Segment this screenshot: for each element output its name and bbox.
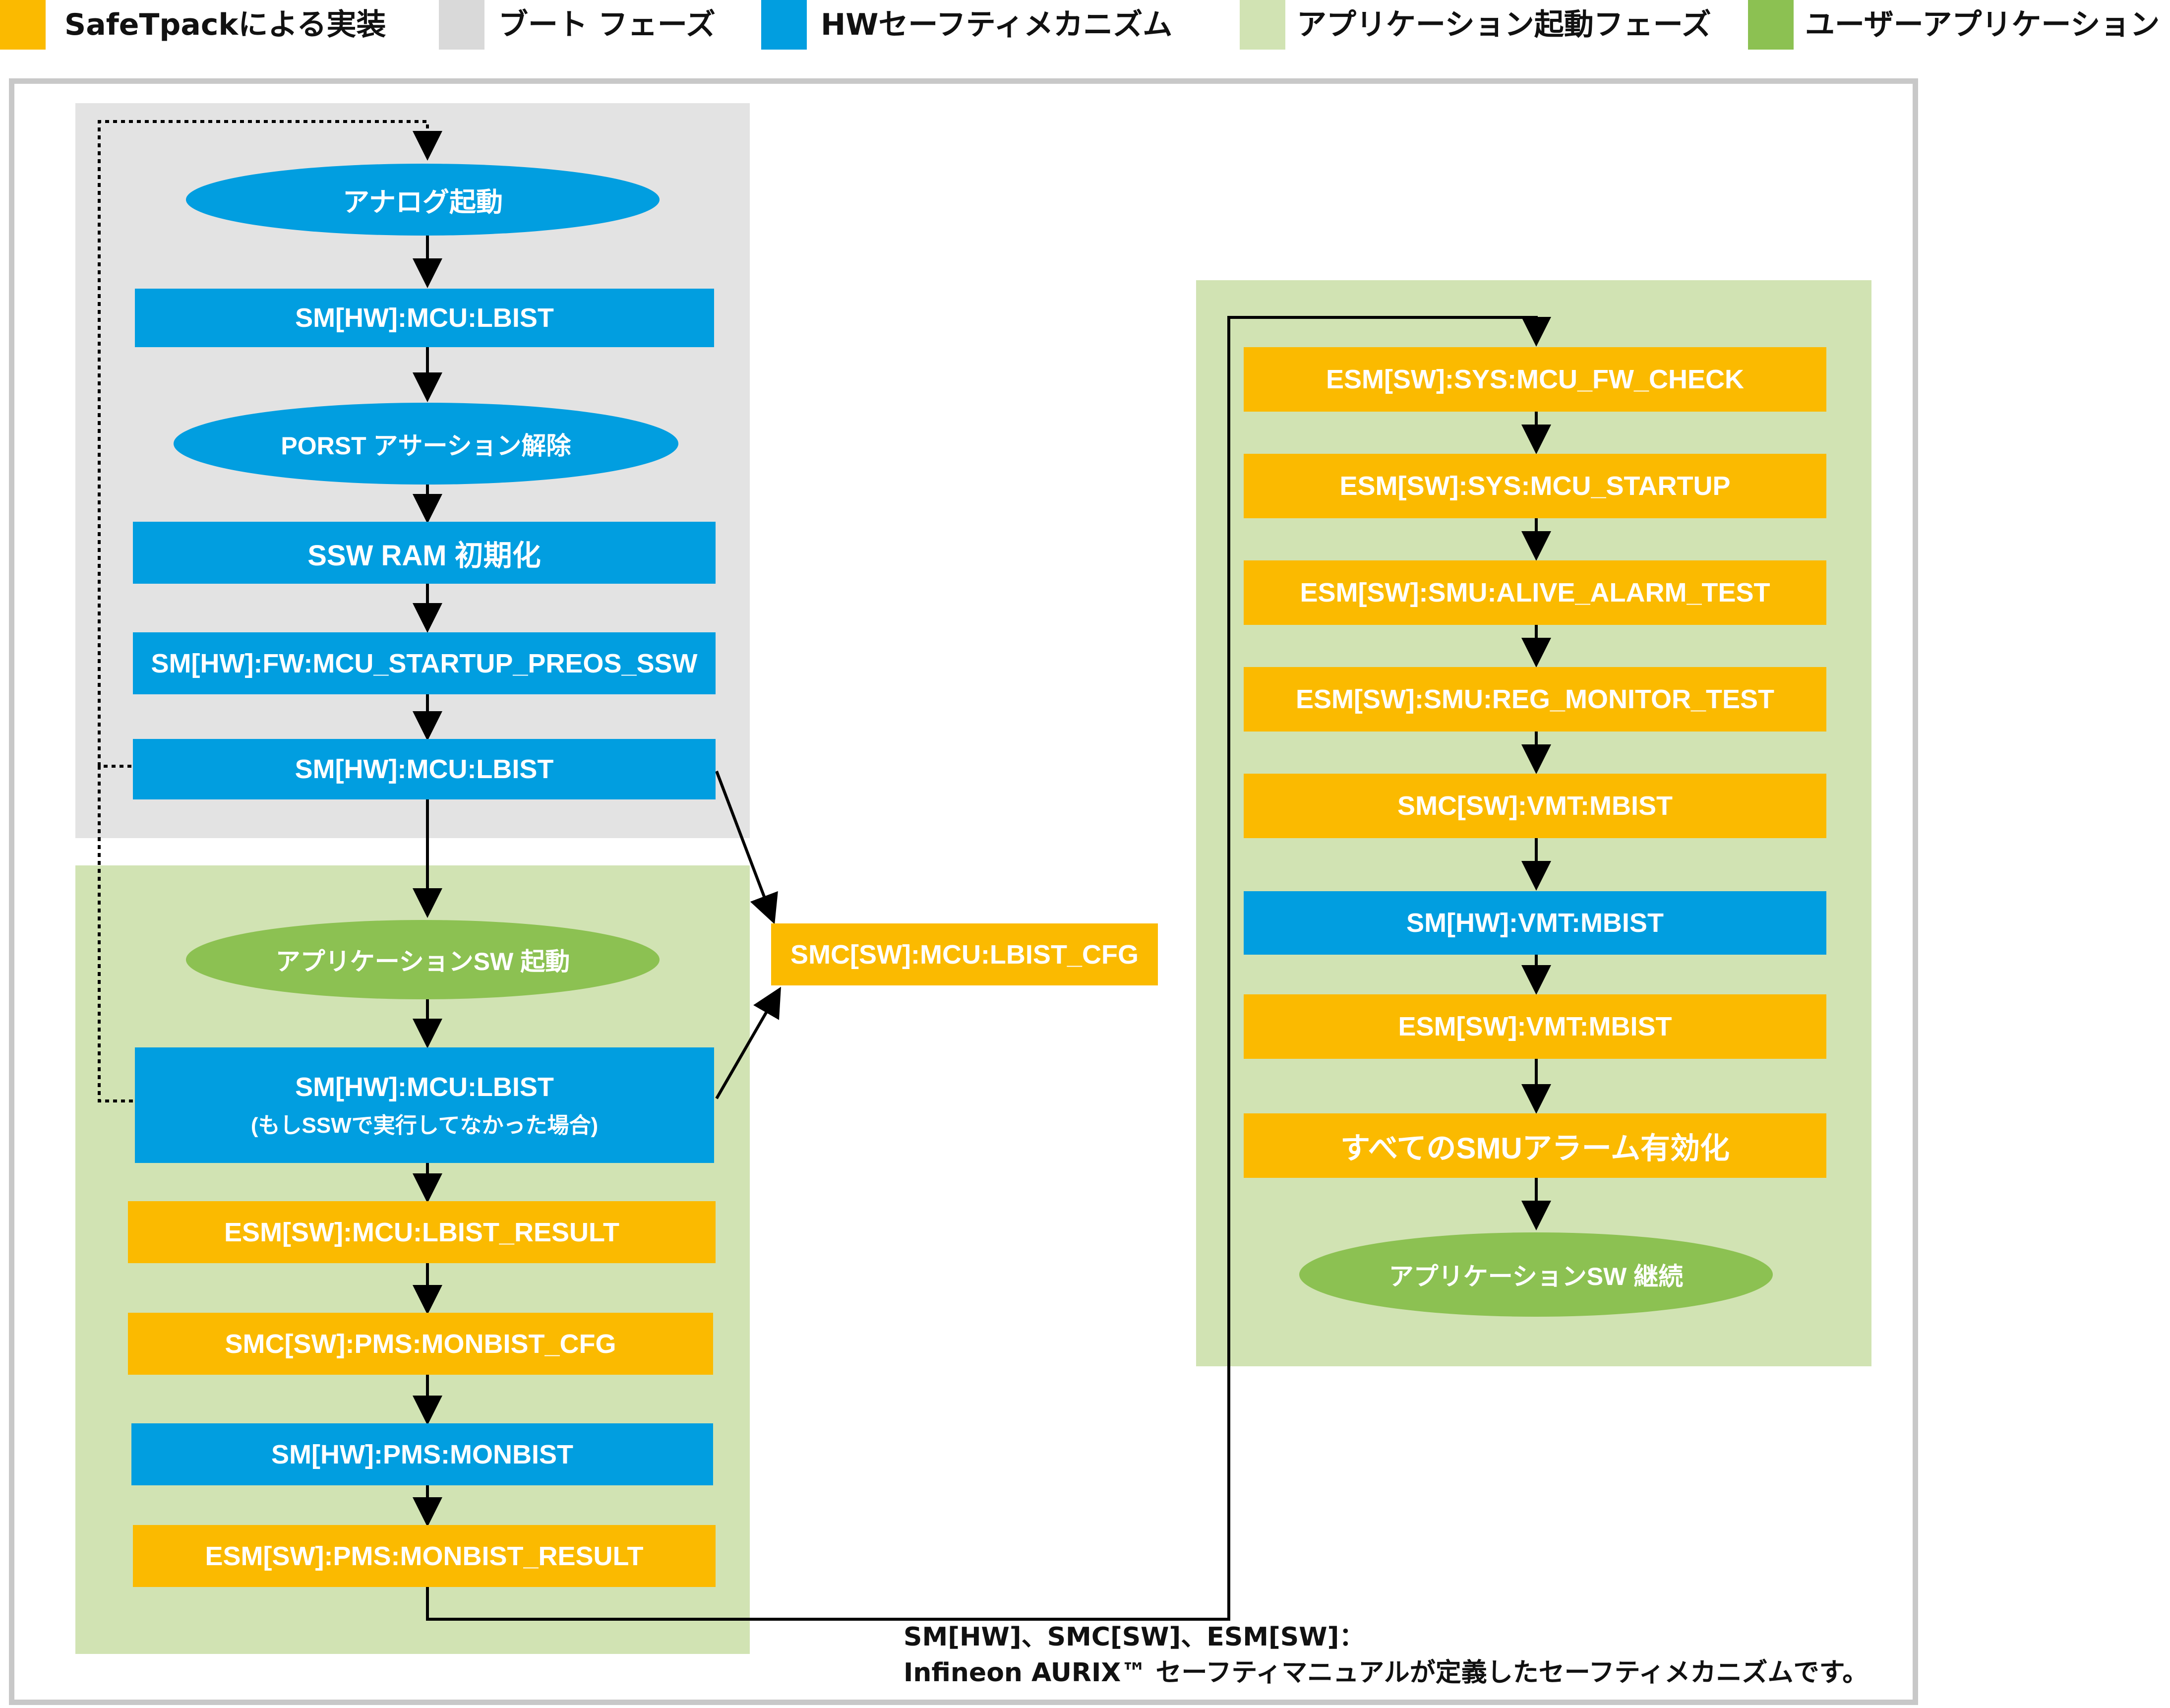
pms-monbist-node: SM[HW]:PMS:MONBIST <box>131 1423 713 1485</box>
ssw-ram-init-node: SSW RAM 初期化 <box>133 522 716 584</box>
legend-label-boot: ブート フェーズ <box>498 7 716 42</box>
legend-swatch-user-app <box>1748 0 1794 50</box>
enable-all-smu-alarms-node: すべてのSMUアラーム有効化 <box>1244 1113 1826 1178</box>
fw-preos-ssw-node: SM[HW]:FW:MCU_STARTUP_PREOS_SSW <box>133 632 716 694</box>
smu-reg-monitor-test-node: ESM[SW]:SMU:REG_MONITOR_TEST <box>1244 667 1826 732</box>
smc-vmt-mbist-node: SMC[SW]:VMT:MBIST <box>1244 774 1826 838</box>
pms-monbist-cfg-node: SMC[SW]:PMS:MONBIST_CFG <box>128 1313 713 1375</box>
sys-fw-check-node: ESM[SW]:SYS:MCU_FW_CHECK <box>1244 347 1826 412</box>
legend-label-hw: HWセーフティメカニズム <box>821 7 1173 42</box>
mcu-lbist-node-2: SM[HW]:MCU:LBIST <box>133 739 716 799</box>
mcu-lbist-node-3: SM[HW]:MCU:LBIST (もしSSWで実行してなかった場合) <box>135 1047 714 1163</box>
mcu-lbist-condition-note: (もしSSWで実行してなかった場合) <box>250 1113 599 1138</box>
legend-label-app-startup: アプリケーション起動フェーズ <box>1297 7 1711 42</box>
smu-alive-alarm-test-node: ESM[SW]:SMU:ALIVE_ALARM_TEST <box>1244 560 1826 625</box>
porst-release-node: PORST アサーション解除 <box>174 403 678 485</box>
reset-loop-dotted <box>98 120 427 1102</box>
mcu-lbist-node-1: SM[HW]:MCU:LBIST <box>135 289 714 347</box>
legend-swatch-safetpack <box>0 0 46 50</box>
legend-swatch-boot <box>439 0 484 50</box>
legend-label-user-app: ユーザーアプリケーション <box>1805 7 2160 42</box>
app-sw-start-node: アプリケーションSW 起動 <box>186 920 660 999</box>
mcu-lbist-result-node: ESM[SW]:MCU:LBIST_RESULT <box>128 1201 716 1263</box>
legend-swatch-hw <box>761 0 807 50</box>
diagram-frame <box>9 78 1918 1705</box>
app-sw-continue-node: アプリケーションSW 継続 <box>1299 1232 1773 1317</box>
footnote-line-1: SM[HW]、SMC[SW]、ESM[SW]： <box>904 1622 1365 1652</box>
legend-swatch-app-startup <box>1240 0 1285 50</box>
esm-vmt-mbist-node: ESM[SW]:VMT:MBIST <box>1244 994 1826 1059</box>
sys-mcu-startup-node: ESM[SW]:SYS:MCU_STARTUP <box>1244 454 1826 518</box>
analog-startup-node: アナログ起動 <box>186 164 660 236</box>
footnote: SM[HW]、SMC[SW]、ESM[SW]： Infineon AURIX™ … <box>904 1619 1868 1691</box>
footnote-line-2: Infineon AURIX™ セーフティマニュアルが定義したセーフティメカニズ… <box>904 1658 1869 1688</box>
pms-monbist-result-node: ESM[SW]:PMS:MONBIST_RESULT <box>133 1525 716 1587</box>
legend-label-safetpack: SafeTpackによる実装 <box>64 7 386 42</box>
mcu-lbist-cfg-node: SMC[SW]:MCU:LBIST_CFG <box>771 923 1158 985</box>
sm-vmt-mbist-node: SM[HW]:VMT:MBIST <box>1244 891 1826 955</box>
